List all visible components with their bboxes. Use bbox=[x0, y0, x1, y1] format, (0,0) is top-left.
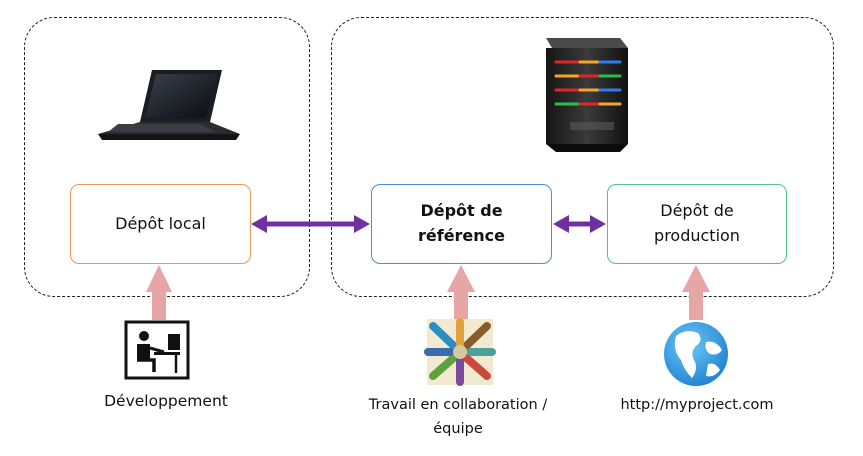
server-icon bbox=[546, 38, 628, 152]
laptop-icon bbox=[98, 70, 240, 140]
input-arrow-production bbox=[682, 265, 710, 320]
local-repository-label: Dépôt local bbox=[115, 213, 206, 233]
production-url-caption: http://myproject.com bbox=[620, 397, 774, 413]
reference-repository-box: Dépôt de référence bbox=[371, 184, 552, 264]
sync-arrow-local-reference bbox=[251, 215, 370, 233]
developer-at-desk-icon bbox=[124, 320, 190, 380]
globe-icon bbox=[664, 322, 728, 386]
collaboration-caption: Travail en collaboration / équipe bbox=[368, 397, 548, 437]
production-repository-label: Dépôt de production bbox=[654, 201, 740, 245]
production-repository-box: Dépôt de production bbox=[607, 184, 787, 264]
sync-arrow-reference-production bbox=[553, 215, 606, 233]
input-arrow-collaboration bbox=[447, 265, 475, 320]
remote-environment-zone bbox=[331, 17, 834, 297]
development-caption: Développement bbox=[104, 392, 228, 410]
reference-repository-label: Dépôt de référence bbox=[417, 201, 506, 245]
team-hands-icon bbox=[424, 318, 496, 386]
local-repository-box: Dépôt local bbox=[70, 184, 251, 264]
local-environment-zone bbox=[24, 17, 310, 297]
input-arrow-development bbox=[146, 265, 172, 320]
